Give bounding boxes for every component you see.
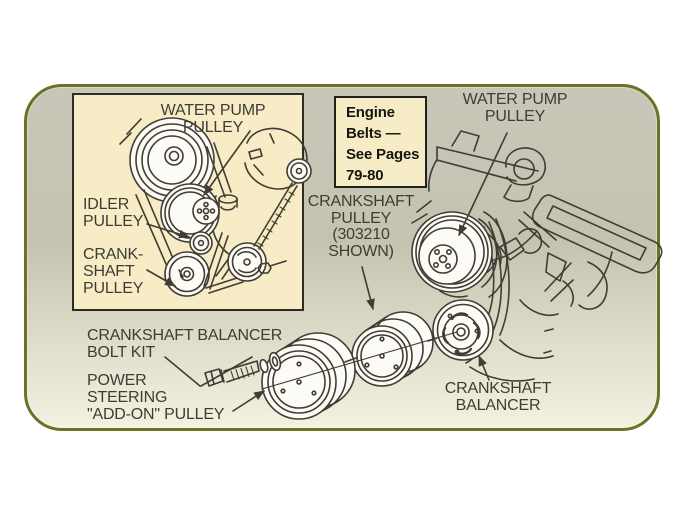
- inset-idler-label: IDLER PULLEY: [83, 196, 143, 230]
- note-line: Engine: [346, 104, 395, 121]
- label-line: "ADD-ON" PULLEY: [87, 406, 225, 423]
- label-line: WATER PUMP: [462, 91, 568, 108]
- note-line: 79-80: [346, 167, 384, 184]
- balancer-bolt-kit-label: CRANKSHAFT BALANCER BOLT KIT: [87, 327, 282, 361]
- crankshaft-pulley-label: CRANKSHAFT PULLEY (303210 SHOWN): [299, 193, 423, 260]
- label-line: POWER: [87, 372, 147, 389]
- inset-crankshaft-label: CRANK- SHAFT PULLEY: [83, 246, 143, 297]
- water-pump-label: WATER PUMP PULLEY: [452, 91, 578, 125]
- label-line: PULLEY: [83, 213, 144, 230]
- label-line: SHOWN): [328, 242, 394, 260]
- label-line: CRANKSHAFT: [444, 380, 552, 397]
- label-line: (303210: [332, 226, 390, 243]
- engine-belts-note-box: Engine Belts — See Pages 79-80: [334, 96, 427, 188]
- label-line: IDLER: [83, 196, 130, 213]
- crankshaft-balancer-label: CRANKSHAFT BALANCER: [440, 380, 556, 414]
- label-line: CRANKSHAFT: [307, 193, 415, 210]
- label-line: PULLEY: [83, 280, 144, 297]
- label-line: BOLT KIT: [87, 344, 156, 361]
- power-steering-label: POWER STEERING "ADD-ON" PULLEY: [87, 372, 224, 423]
- label-line: CRANK-: [83, 246, 144, 263]
- label-line: PULLEY: [330, 209, 392, 227]
- label-line: SHAFT: [83, 263, 135, 280]
- label-line: STEERING: [87, 389, 168, 406]
- label-line: BALANCER: [455, 397, 541, 414]
- inset-water-pump-label: WATER PUMP PULLEY: [152, 102, 274, 136]
- label-line: PULLEY: [484, 108, 546, 125]
- label-line: WATER PUMP: [160, 102, 266, 119]
- note-line: See Pages: [346, 146, 420, 163]
- note-line: Belts —: [346, 125, 401, 142]
- label-line: PULLEY: [182, 119, 244, 136]
- label-line: CRANKSHAFT BALANCER: [87, 327, 283, 344]
